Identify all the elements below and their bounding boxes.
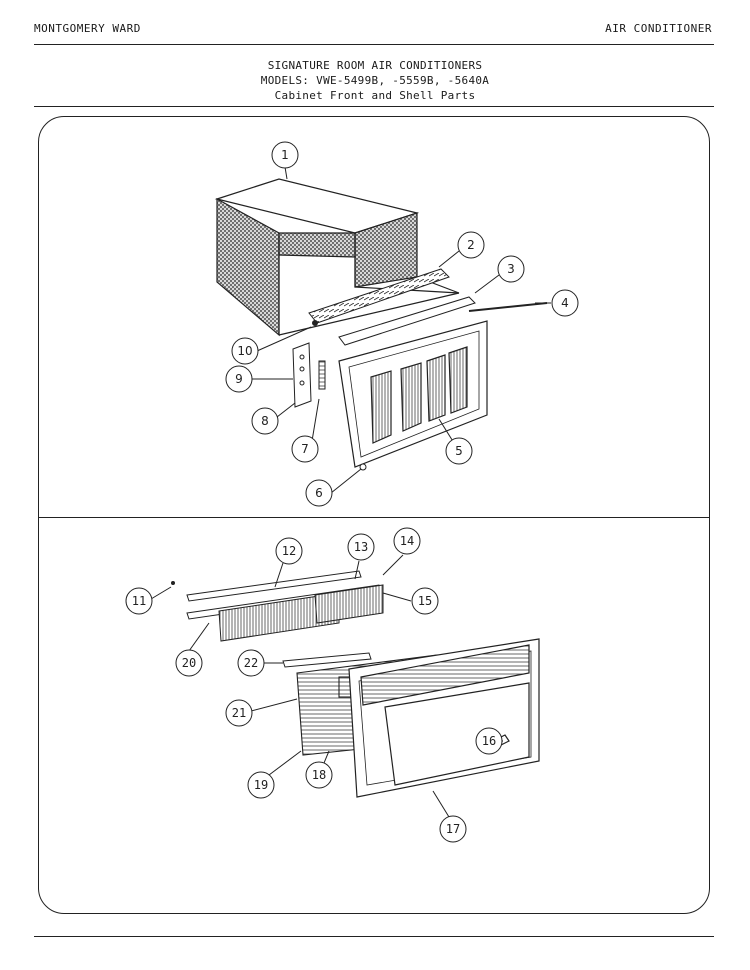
callout-1: 1 [281,148,289,162]
front-frame [348,638,540,798]
callout-21: 21 [232,706,246,720]
trim-rod [468,302,548,312]
callout-3: 3 [507,262,515,276]
callout-19: 19 [254,778,268,792]
callout-4: 4 [561,296,569,310]
callout-9: 9 [235,372,243,386]
callouts-bottom: 11 12 13 14 15 16 17 18 19 20 21 22 [125,527,503,843]
callouts-top: 1 2 3 4 5 6 7 8 9 10 [225,141,579,507]
diagram-frame: 1 2 3 4 5 6 7 8 9 10 [38,116,710,914]
title-rule [34,106,714,107]
callout-8: 8 [261,414,269,428]
callout-10: 10 [237,344,252,358]
callout-11: 11 [132,594,146,608]
title-line-1: SIGNATURE ROOM AIR CONDITIONERS [267,59,483,72]
control-panel [292,320,326,408]
title-line-3: Cabinet Front and Shell Parts [274,89,476,102]
louver-rail-assembly [186,570,384,642]
callout-2: 2 [467,238,475,252]
brand-label: MONTGOMERY WARD [34,22,141,35]
callout-12: 12 [282,544,296,558]
category-label: AIR CONDITIONER [605,22,712,35]
callout-13: 13 [354,540,368,554]
cabinet-shell [214,178,460,337]
front-panel [338,320,488,468]
front-top-bar [338,296,476,346]
callout-5: 5 [455,444,463,458]
side-strip [282,652,372,668]
callout-18: 18 [312,768,326,782]
callout-17: 17 [446,822,460,836]
callout-14: 14 [400,534,414,548]
header-rule [34,44,714,45]
top-grille-strip [308,268,450,324]
small-clip [171,581,175,585]
exploded-parts-diagram: 1 2 3 4 5 6 7 8 9 10 [125,141,579,843]
footer-rule [34,936,714,937]
callout-15: 15 [418,594,432,608]
callout-16: 16 [482,734,496,748]
callout-22: 22 [244,656,258,670]
title-block: SIGNATURE ROOM AIR CONDITIONERS MODELS: … [0,58,750,103]
callout-20: 20 [182,656,196,670]
title-line-2: MODELS: VWE-5499B, -5559B, -5640A [260,74,490,87]
section-divider [39,517,709,518]
callout-7: 7 [301,442,309,456]
screw [359,463,367,471]
callout-6: 6 [315,486,323,500]
